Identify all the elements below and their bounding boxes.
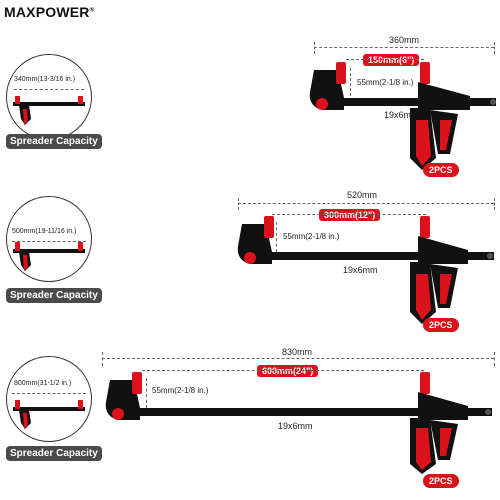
length-tick-1b (494, 42, 495, 54)
length-label-1: 360mm (389, 35, 420, 45)
spreader-badge-1: Spreader Capacity (6, 134, 102, 149)
spreader-dim-line-2 (12, 241, 86, 242)
bar-clamp-illustration (237, 216, 494, 324)
quantity-badge-3: 2PCS (423, 474, 459, 488)
spreader-capacity-3: 800mm(31-1/2 in.) (13, 380, 73, 387)
spreader-circle-3 (6, 356, 92, 442)
spreader-circle-2 (6, 196, 92, 282)
capacity-dim-line-2 (272, 214, 426, 215)
length-tick-3b (494, 352, 495, 366)
capacity-label-1: 150mm(6") (363, 54, 420, 66)
depth-line-3 (146, 378, 147, 408)
quantity-badge-1: 2PCS (423, 163, 459, 177)
brand-logo: MAXPOWER® (4, 4, 95, 20)
length-label-2: 520mm (347, 190, 378, 200)
length-dim-line-1 (314, 47, 494, 48)
length-tick-1a (314, 42, 315, 54)
depth-label-3: 55mm(2-1/8 in.) (152, 386, 209, 395)
spreader-dim-line-1 (14, 89, 84, 90)
clamp-thumbnail (13, 96, 85, 125)
spreader-capacity-2: 500mm(19-11/16 in.) (11, 228, 78, 235)
bar-clamp-illustration (105, 372, 492, 474)
quantity-badge-2: 2PCS (423, 318, 459, 332)
length-tick-2b (494, 198, 495, 210)
capacity-dim-line-3 (142, 370, 424, 371)
capacity-label-2: 300mm(12") (319, 209, 381, 221)
depth-label-2: 55mm(2-1/8 in.) (283, 232, 340, 241)
bar-size-label-3: 19x6mm (278, 421, 313, 431)
depth-label-1: 55mm(2-1/8 in.) (357, 78, 414, 87)
bar-clamp-illustration (309, 62, 496, 170)
bar-size-label-2: 19x6mm (343, 265, 378, 275)
spreader-badge-3: Spreader Capacity (6, 446, 102, 461)
length-label-3: 830mm (282, 347, 313, 357)
length-tick-2a (238, 198, 239, 210)
registered-mark: ® (89, 7, 95, 14)
length-dim-line-3 (102, 358, 494, 359)
spreader-capacity-1: 340mm(13-3/16 in.) (13, 76, 77, 83)
length-tick-3a (102, 352, 103, 366)
spreader-dim-line-3 (12, 393, 86, 394)
clamp-thumbnail (13, 242, 85, 271)
spreader-badge-2: Spreader Capacity (6, 288, 102, 303)
depth-line-1 (350, 68, 351, 96)
bar-size-label-1: 19x6mm (384, 110, 419, 120)
length-dim-line-2 (238, 203, 494, 204)
depth-line-2 (276, 222, 277, 252)
clamp-thumbnail (13, 400, 85, 429)
capacity-label-3: 600mm(24") (257, 365, 319, 377)
capacity-dim-line-1 (346, 59, 424, 60)
spreader-circle-1 (6, 54, 92, 140)
